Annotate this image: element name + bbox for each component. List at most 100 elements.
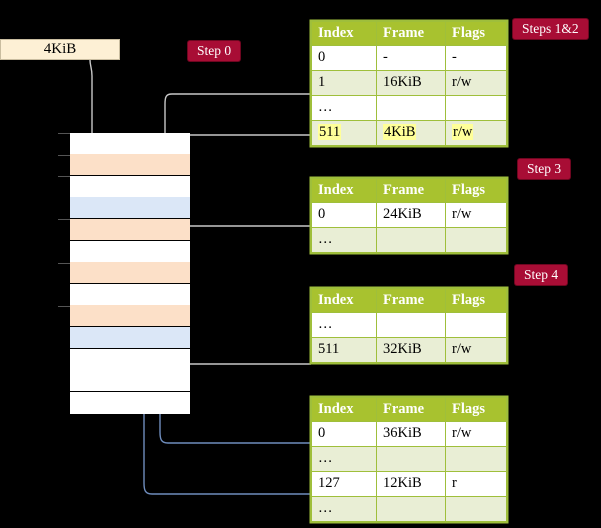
step-badge-label: Step 0	[197, 43, 232, 58]
cell-flags: r	[445, 471, 507, 497]
column-header-frame: Frame	[376, 21, 446, 46]
column-header-flags: Flags	[445, 21, 507, 46]
cell-index: 511	[311, 337, 377, 363]
table-row: …	[311, 446, 507, 472]
memory-cell-5	[69, 240, 190, 263]
cell-frame	[376, 95, 446, 121]
step-badge-label: Step 4	[524, 267, 559, 282]
memory-tick-0	[58, 133, 70, 134]
cell-flags	[445, 496, 507, 522]
memory-cell-9	[69, 326, 190, 349]
physical-memory-bar	[69, 132, 190, 414]
cell-flags	[445, 446, 507, 472]
cell-flags: r/w	[445, 337, 507, 363]
cell-index: 511	[311, 120, 377, 146]
cell-index: 0	[311, 202, 377, 228]
cell-flags: r/w	[445, 70, 507, 96]
cell-frame	[376, 227, 446, 253]
column-header-index: Index	[311, 397, 377, 422]
cell-flags	[445, 312, 507, 338]
memory-cell-0	[69, 132, 190, 155]
cell-flags: r/w	[445, 202, 507, 228]
highlighted-value: 511	[318, 124, 342, 140]
cell-frame	[376, 496, 446, 522]
cell-frame: -	[376, 45, 446, 71]
column-header-index: Index	[311, 288, 377, 313]
step-badge-label: Step 3	[527, 161, 562, 176]
cell-flags: r/w	[445, 421, 507, 447]
memory-cell-6	[69, 262, 190, 285]
cell-index: …	[311, 312, 377, 338]
column-header-flags: Flags	[445, 288, 507, 313]
memory-cell-10	[69, 348, 190, 371]
memory-tick-4	[58, 219, 70, 221]
cell-flags: -	[445, 45, 507, 71]
cell-frame: 4KiB	[376, 120, 446, 146]
cell-flags	[445, 95, 507, 121]
step-badge-step-3: Step 3	[518, 159, 571, 179]
cell-frame: 32KiB	[376, 337, 446, 363]
cell-index: 0	[311, 45, 377, 71]
table-row: …	[311, 227, 507, 253]
step-badge-step-4: Step 4	[515, 265, 568, 285]
table-row: …	[311, 312, 507, 338]
column-header-index: Index	[311, 21, 377, 46]
source-size-box: 4KiB	[0, 39, 120, 60]
column-header-frame: Frame	[376, 178, 446, 203]
step-badge-steps-1-2: Steps 1&2	[513, 19, 588, 39]
table-row: 0--	[311, 45, 507, 71]
table-row: …	[311, 95, 507, 121]
cell-index: 0	[311, 421, 377, 447]
memory-cell-12	[69, 391, 190, 414]
cell-frame: 12KiB	[376, 471, 446, 497]
memory-cell-8	[69, 305, 190, 328]
cell-frame	[376, 312, 446, 338]
cell-index: 127	[311, 471, 377, 497]
memory-cell-3	[69, 197, 190, 220]
cell-frame: 24KiB	[376, 202, 446, 228]
cell-index: …	[311, 446, 377, 472]
column-header-frame: Frame	[376, 397, 446, 422]
column-header-flags: Flags	[445, 178, 507, 203]
memory-cell-7	[69, 283, 190, 306]
highlighted-value: r/w	[452, 124, 474, 140]
step-badge-step-0: Step 0	[188, 41, 241, 61]
column-header-frame: Frame	[376, 288, 446, 313]
memory-cell-2	[69, 175, 190, 198]
column-header-index: Index	[311, 178, 377, 203]
cell-index: …	[311, 95, 377, 121]
highlighted-value: 4KiB	[383, 124, 417, 140]
cell-index: …	[311, 496, 377, 522]
memory-tick-2	[58, 176, 70, 178]
table-row: 511 4KiB r/w	[311, 120, 507, 146]
column-header-flags: Flags	[445, 397, 507, 422]
cell-index: 1	[311, 70, 377, 96]
memory-cell-1	[69, 154, 190, 177]
source-size-label: 4KiB	[43, 41, 77, 57]
cell-index: …	[311, 227, 377, 253]
memory-tick-6	[58, 262, 70, 264]
memory-tick-8	[58, 305, 70, 307]
cell-frame: 36KiB	[376, 421, 446, 447]
cell-flags: r/w	[445, 120, 507, 146]
step-badge-label: Steps 1&2	[522, 21, 579, 36]
memory-cell-4	[69, 218, 190, 241]
cell-frame: 16KiB	[376, 70, 446, 96]
cell-frame	[376, 446, 446, 472]
cell-flags	[445, 227, 507, 253]
memory-cell-11	[69, 370, 190, 393]
